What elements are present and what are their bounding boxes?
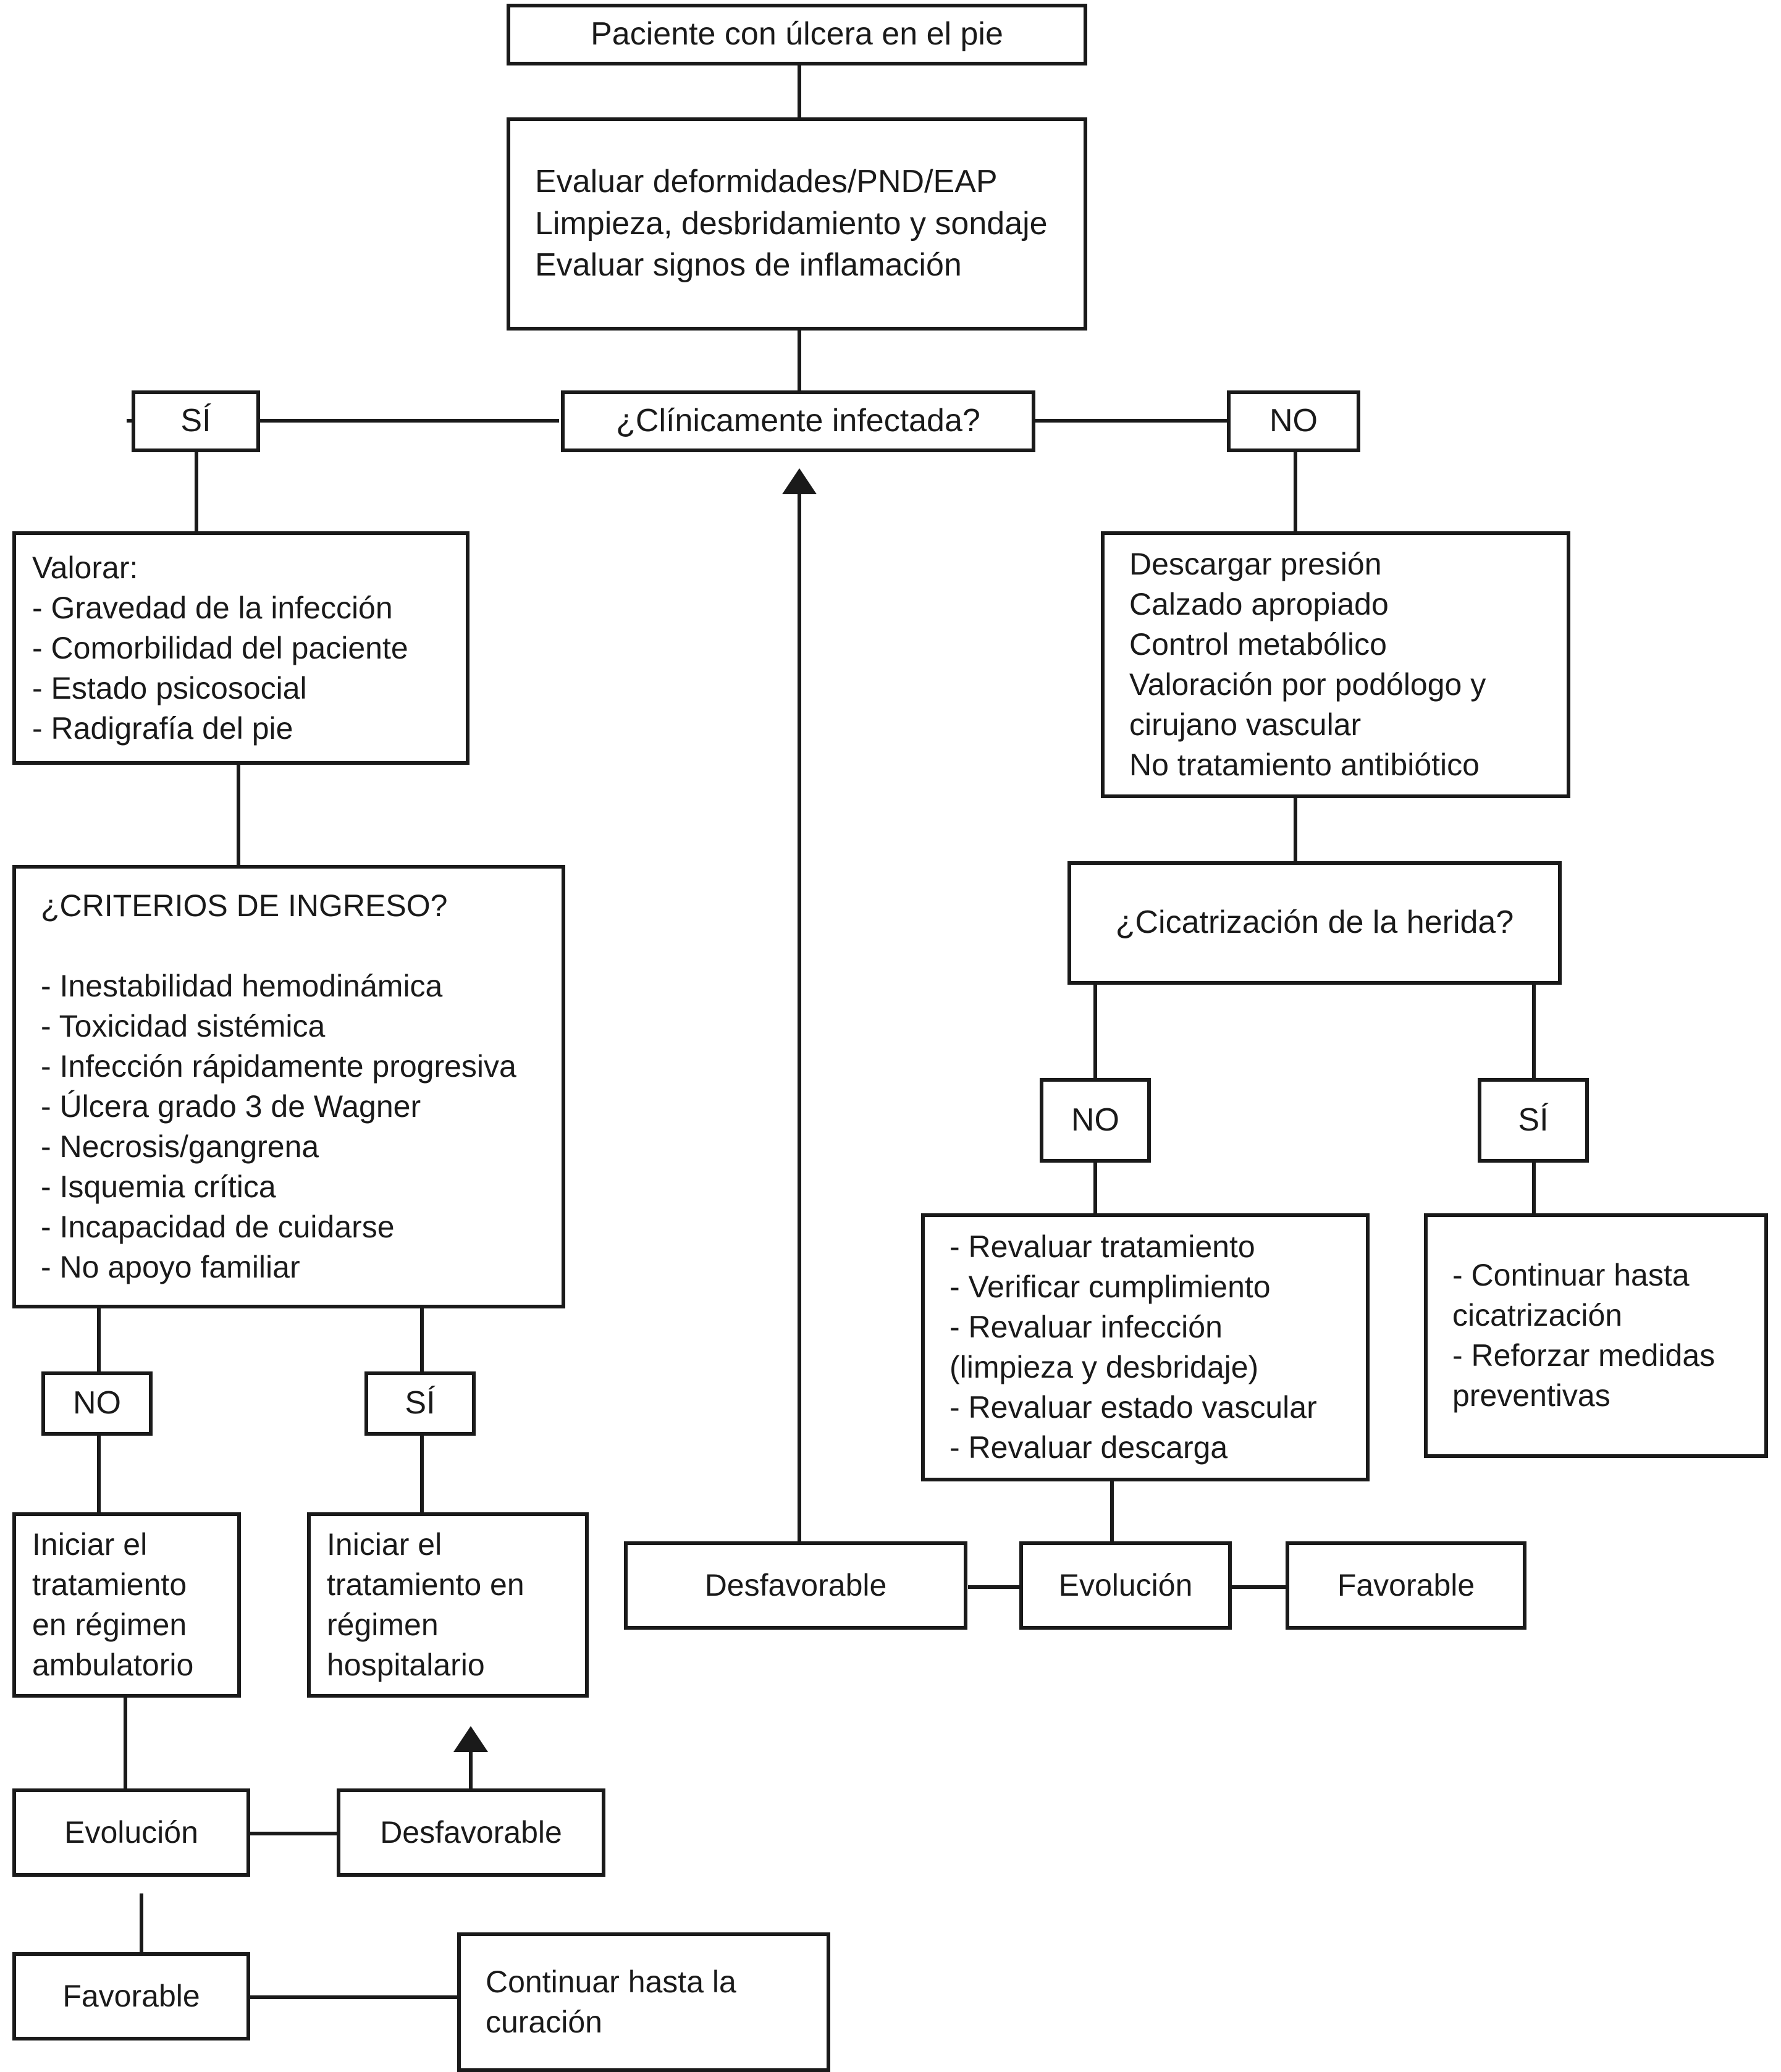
connector-decision-to-si [127,419,559,423]
node-criterios-no[interactable]: NO [41,1371,153,1436]
node-continue-healing-label: - Continuar hasta cicatrización - Reforz… [1452,1258,1716,1413]
connector-evolutionleft-to-favorable [140,1893,143,1961]
node-decision-infected[interactable]: ¿Clínicamente infectada? [561,390,1035,452]
node-continue-healing[interactable]: - Continuar hasta cicatrización - Reforz… [1424,1213,1768,1458]
node-healing-yes[interactable]: SÍ [1478,1078,1589,1163]
node-valorar-label: Valorar: - Gravedad de la infección - Co… [32,550,408,746]
connector-no-to-outpatient [97,1433,101,1514]
node-unfavorable-left[interactable]: Desfavorable [337,1788,605,1877]
node-criterios-si[interactable]: SÍ [364,1371,476,1436]
node-no-infection-care-label: Descargar presión Calzado apropiado Cont… [1129,547,1486,782]
node-criterios-no-label: NO [73,1385,121,1421]
node-evolution-right[interactable]: Evolución [1019,1541,1232,1630]
node-healing-no-label: NO [1071,1101,1119,1138]
arrow-into-decision-infected [782,468,817,494]
node-criterios-si-label: SÍ [405,1385,436,1421]
connector-decision-to-no [1033,419,1229,423]
connector-criterios-to-si [420,1306,424,1374]
node-unfavorable-right-label: Desfavorable [704,1568,887,1602]
connector-si-to-inpatient [420,1433,424,1514]
connector-assessment-to-decision [798,326,801,391]
connector-evolutionleft-to-unfavorable [246,1832,340,1835]
node-decision-healing-label: ¿Cicatrización de la herida? [1115,904,1514,941]
node-reevaluate[interactable]: - Revaluar tratamiento - Verificar cumpl… [921,1213,1370,1481]
connector-care-to-healing [1294,796,1297,864]
node-evolution-right-label: Evolución [1058,1568,1193,1602]
connector-evolution-to-favorable-right [1229,1585,1288,1589]
arrow-into-inpatient [453,1726,488,1752]
node-initial-assessment[interactable]: Evaluar deformidades/PND/EAP Limpieza, d… [507,117,1087,331]
connector-si-to-valorar [195,450,198,534]
node-favorable-left-label: Favorable [62,1979,200,2013]
connector-healing-to-si [1532,982,1536,1081]
node-initial-assessment-label: Evaluar deformidades/PND/EAP Limpieza, d… [535,164,1048,284]
node-favorable-right[interactable]: Favorable [1286,1541,1526,1630]
connector-reevaluate-to-evolution [1110,1479,1114,1559]
node-evolution-left[interactable]: Evolución [12,1788,250,1877]
node-healing-no[interactable]: NO [1040,1078,1151,1163]
node-unfavorable-right[interactable]: Desfavorable [624,1541,967,1630]
node-criterios-ingreso-label: ¿CRITERIOS DE INGRESO? - Inestabilidad h… [41,888,516,1284]
connector-unfavorableleft-to-inpatient [469,1730,473,1808]
node-evolution-left-label: Evolución [64,1815,198,1850]
node-start-label: Paciente con úlcera en el pie [591,16,1003,53]
node-decision-healing[interactable]: ¿Cicatrización de la herida? [1067,861,1562,985]
node-outpatient-label: Iniciar el tratamiento en régimen ambula… [32,1527,194,1682]
connector-evolution-to-unfavorable-right [968,1585,1021,1589]
connector-outpatient-to-evolution [124,1696,127,1820]
node-favorable-right-label: Favorable [1337,1568,1475,1602]
node-continue-cure-label: Continuar hasta la curación [486,1965,736,2039]
node-start[interactable]: Paciente con úlcera en el pie [507,4,1087,65]
node-criterios-ingreso[interactable]: ¿CRITERIOS DE INGRESO? - Inestabilidad h… [12,865,565,1308]
connector-healingno-to-reevaluate [1093,1160,1097,1216]
node-infected-no[interactable]: NO [1227,390,1360,452]
connector-favorable-to-continue-cure [246,1995,460,1999]
node-infected-yes[interactable]: SÍ [132,390,260,452]
connector-healingsi-to-continue [1532,1160,1536,1216]
connector-healing-to-no [1093,982,1097,1081]
node-outpatient[interactable]: Iniciar el tratamiento en régimen ambula… [12,1512,241,1698]
connector-criterios-to-no [97,1306,101,1374]
connector-unfavorableright-to-decision [798,471,801,1558]
node-inpatient[interactable]: Iniciar el tratamiento en régimen hospit… [307,1512,589,1698]
node-continue-cure[interactable]: Continuar hasta la curación [457,1932,830,2072]
node-unfavorable-left-label: Desfavorable [380,1815,562,1850]
connector-no-to-care [1294,450,1297,534]
connector-start-to-assessment [798,64,801,127]
node-favorable-left[interactable]: Favorable [12,1952,250,2040]
node-inpatient-label: Iniciar el tratamiento en régimen hospit… [327,1527,524,1682]
node-valorar[interactable]: Valorar: - Gravedad de la infección - Co… [12,531,469,765]
connector-valorar-to-criterios [237,762,240,867]
node-decision-infected-label: ¿Clínicamente infectada? [616,403,980,439]
node-infected-yes-label: SÍ [180,403,211,439]
node-infected-no-label: NO [1269,403,1318,439]
node-healing-yes-label: SÍ [1518,1101,1549,1138]
node-no-infection-care[interactable]: Descargar presión Calzado apropiado Cont… [1101,531,1570,798]
node-reevaluate-label: - Revaluar tratamiento - Verificar cumpl… [949,1229,1317,1465]
